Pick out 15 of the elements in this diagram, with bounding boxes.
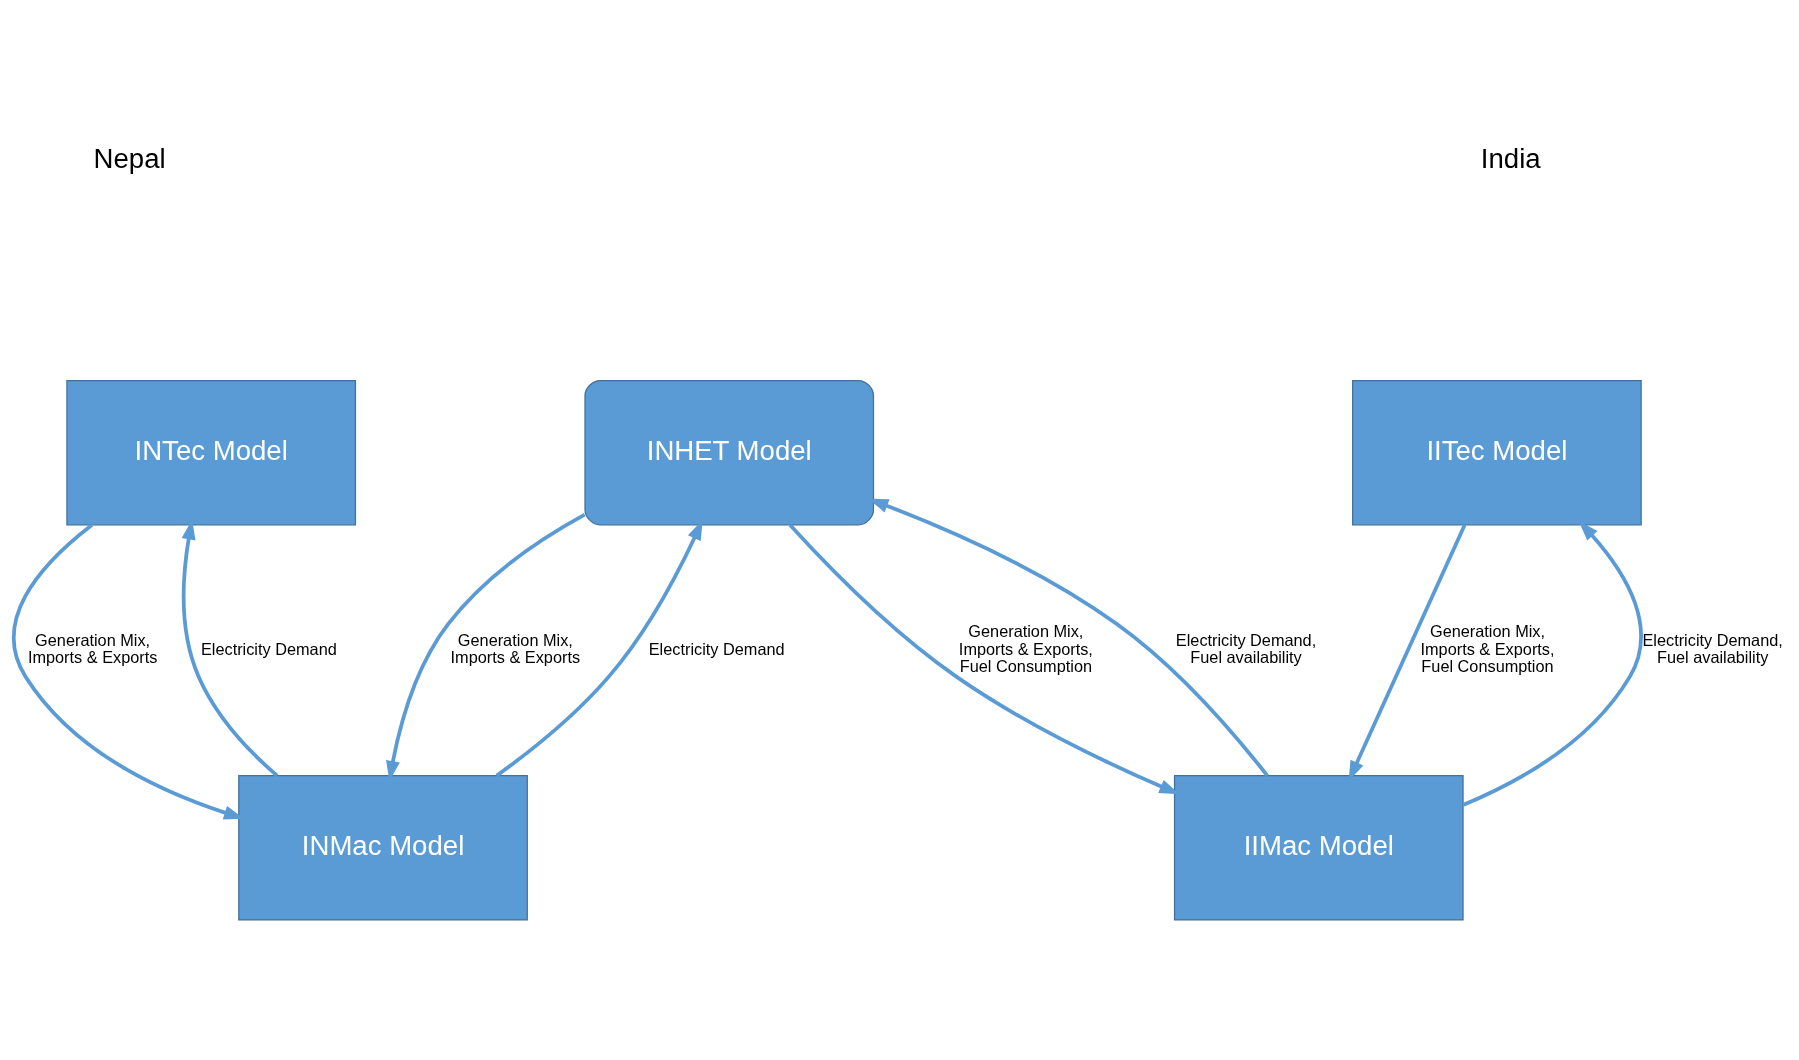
edge-label: Electricity Demand, Fuel availability [1175, 630, 1317, 666]
label: Nepal [93, 142, 166, 174]
edge-label: Electricity Demand, Fuel availability [1642, 630, 1783, 666]
edge-label: Electricity Demand [200, 639, 337, 658]
edge-label: Generation Mix, Imports & Exports [450, 630, 581, 666]
edge-label: Generation Mix, Imports & Exports [27, 630, 158, 666]
node-box: IITec Model [1352, 379, 1642, 525]
edge-label: Electricity Demand [648, 639, 785, 658]
edge-label: Generation Mix, Imports & Exports, Fuel Consumption [1420, 621, 1555, 675]
node-box: INTec Model [66, 379, 357, 525]
edge-label: Generation Mix, Imports & Exports, Fuel Consumption [958, 621, 1093, 675]
node-box: INMac Model [238, 774, 528, 921]
node-box: INHET Model [584, 379, 875, 525]
label: India [1480, 142, 1541, 174]
node-box: IIMac Model [1173, 774, 1464, 921]
